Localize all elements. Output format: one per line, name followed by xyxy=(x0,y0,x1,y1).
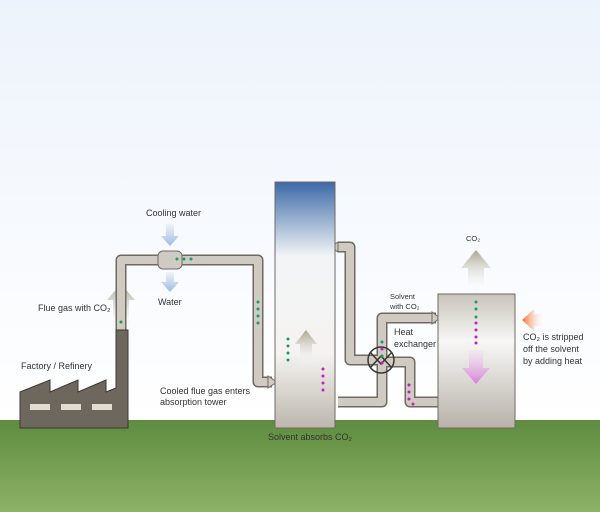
cooling-water-label: Cooling water xyxy=(146,208,201,218)
stripped-label-line3: by adding heat xyxy=(523,356,583,366)
factory-window xyxy=(92,404,112,410)
cooling-water-in-arrow-icon xyxy=(161,224,179,246)
stripper-inlet-arrow-icon xyxy=(431,311,441,325)
solvent-with-co2-line1: Solvent xyxy=(390,292,416,301)
solvent-absorbs-label: Solvent absorbs CO₂ xyxy=(268,432,353,442)
cooled-flue-gas-label-line1: Cooled flue gas enters xyxy=(160,386,251,396)
stripped-label-line2: off the solvent xyxy=(523,344,579,354)
cooled-flue-gas-label-line2: absorption tower xyxy=(160,397,227,407)
solvent-down-arrow-icon xyxy=(462,350,490,384)
water-out-arrow-icon xyxy=(161,272,179,292)
co2-out-label: CO₂ xyxy=(466,234,480,243)
co2-out-arrow-icon xyxy=(461,250,491,292)
tower-gas-up-arrow-icon xyxy=(295,330,317,366)
factory-label: Factory / Refinery xyxy=(21,361,93,371)
absorption-tower xyxy=(274,181,336,429)
pipes xyxy=(115,241,438,408)
stripped-label-line1: CO₂ is stripped xyxy=(523,332,584,342)
factory-window xyxy=(61,404,81,410)
flue-gas-label: Flue gas with CO₂ xyxy=(38,303,111,313)
tower-inlet-arrow-icon xyxy=(267,375,278,389)
heat-exchanger-label-line2: exchanger xyxy=(394,339,436,349)
co2-dots xyxy=(119,257,478,362)
factory xyxy=(19,329,129,429)
heat-input-arrow-icon xyxy=(522,309,545,331)
factory-window xyxy=(30,404,50,410)
heat-exchanger-label-line1: Heat xyxy=(394,327,414,337)
ground xyxy=(0,420,600,512)
solvent-with-co2-line2: with CO₂ xyxy=(389,302,420,311)
solvent-dots xyxy=(321,321,478,406)
water-label: Water xyxy=(158,297,182,307)
